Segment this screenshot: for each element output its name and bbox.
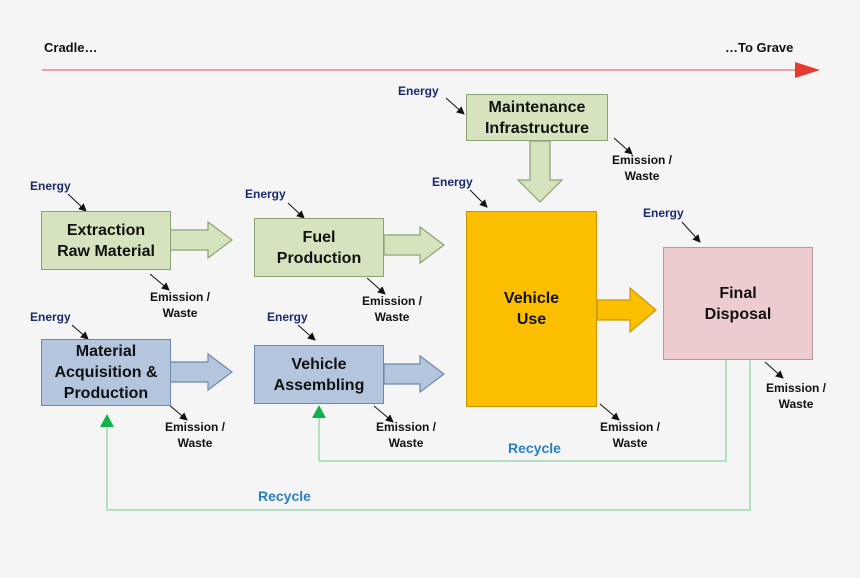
vehicle-assembling-box: Vehicle Assembling: [254, 345, 384, 404]
maintenance-infrastructure-label: Maintenance Infrastructure: [484, 98, 590, 137]
energy-label-assembling: Energy: [267, 310, 308, 324]
energy-arrow-fuel: [287, 202, 305, 219]
energy-label-maintenance: Energy: [398, 84, 439, 98]
energy-label-material: Energy: [30, 310, 71, 324]
vehicle-use-label: Vehicle Use: [503, 290, 560, 328]
recycle-label-outer: Recycle: [258, 488, 311, 504]
arrow-assembling-to-use: [383, 354, 445, 394]
fuel-production-label: Fuel Production: [276, 228, 362, 267]
energy-label-extraction: Energy: [30, 179, 71, 193]
recycle-line-inner: [318, 360, 727, 462]
recycle-arrowhead-material: [100, 414, 114, 427]
energy-label-use: Energy: [432, 175, 473, 189]
emission-label-fuel: Emission /Waste: [362, 294, 423, 324]
energy-label-disposal: Energy: [643, 206, 684, 220]
emission-arrow-extraction: [149, 273, 170, 291]
arrow-fuel-to-use: [383, 225, 445, 265]
maintenance-infrastructure-box: Maintenance Infrastructure: [466, 94, 608, 141]
emission-arrow-maintenance: [613, 137, 633, 155]
emission-label-maintenance: Emission /Waste: [612, 153, 673, 183]
energy-arrow-material: [71, 324, 89, 340]
vehicle-use-box: Vehicle Use: [466, 211, 597, 407]
emission-label-assembling: Emission /Waste: [376, 420, 437, 450]
emission-label-use: Emission /Waste: [600, 420, 661, 450]
energy-arrow-assembling: [297, 324, 316, 341]
energy-arrow-use: [469, 189, 488, 208]
extraction-raw-material-label: Extraction Raw Material: [57, 221, 155, 260]
extraction-raw-material-box: Extraction Raw Material: [41, 211, 171, 270]
arrow-use-to-disposal: [596, 286, 657, 334]
final-disposal-box: Final Disposal: [663, 247, 813, 360]
recycle-label-inner: Recycle: [508, 440, 561, 456]
emission-label-extraction: Emission /Waste: [150, 290, 211, 320]
energy-arrow-extraction: [67, 193, 87, 212]
emission-arrow-material: [167, 403, 188, 421]
fuel-production-box: Fuel Production: [254, 218, 384, 277]
arrow-extraction-to-fuel: [169, 220, 233, 260]
arrow-maintenance-to-use: [516, 140, 564, 203]
emission-arrow-use: [599, 403, 620, 421]
cradle-label: Cradle…: [44, 40, 98, 55]
emission-label-material: Emission /Waste: [165, 420, 226, 450]
arrow-material-to-assembling: [169, 352, 233, 392]
emission-arrow-disposal: [764, 361, 784, 379]
recycle-line-outer: [106, 360, 751, 511]
material-acquisition-box: Material Acquisition & Production: [41, 339, 171, 406]
final-disposal-label: Final Disposal: [704, 284, 772, 323]
material-acquisition-label: Material Acquisition & Production: [54, 343, 158, 402]
grave-label: …To Grave: [725, 40, 794, 55]
timeline-arrowhead: [795, 62, 820, 78]
emission-arrow-assembling: [373, 405, 394, 423]
emission-arrow-fuel: [366, 277, 386, 295]
energy-label-fuel: Energy: [245, 187, 286, 201]
vehicle-assembling-label: Vehicle Assembling: [273, 355, 365, 394]
recycle-arrowhead-assembling: [312, 405, 326, 418]
energy-arrow-maintenance: [445, 97, 465, 115]
emission-label-disposal: Emission /Waste: [766, 381, 827, 411]
energy-arrow-disposal: [681, 221, 701, 243]
